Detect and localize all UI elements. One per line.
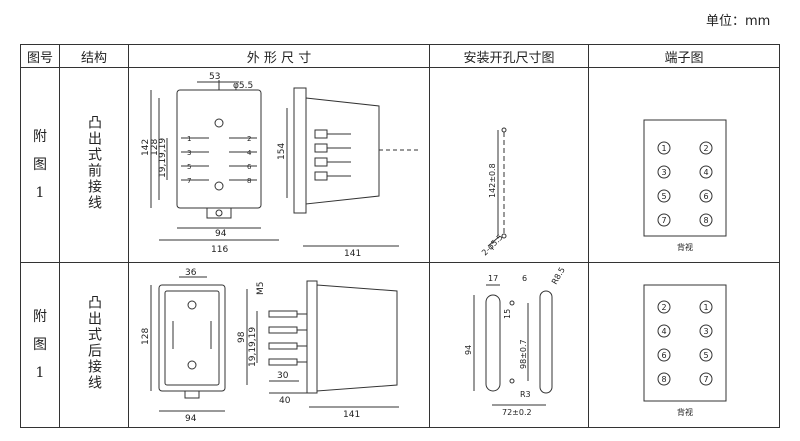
terminal-number: 6 [661, 351, 666, 360]
terminal-caption: 背视 [677, 242, 693, 252]
terminal-number: 4 [703, 168, 708, 177]
fig-text: 附 [33, 309, 47, 325]
dim-label: 17 [488, 274, 498, 283]
terminal-number: 5 [661, 192, 666, 201]
terminal-number: 3 [703, 327, 708, 336]
structure-cell: 凸出式前接线 [59, 67, 129, 263]
outline-drawing-rear: 36 94 128 M5 98 19,19,19 30 40 141 [141, 268, 399, 424]
dim-label: 6 [522, 274, 527, 283]
dim-label: R3 [520, 390, 531, 399]
outline-cell: 1 2 3 4 5 6 7 8 53 φ5.5 94 116 141 142 1… [128, 67, 430, 263]
header-terminal: 端子图 [588, 44, 780, 68]
dim-label: 141 [344, 249, 361, 258]
dim-label: R8.5 [550, 266, 567, 286]
pin-label: 1 [187, 135, 191, 143]
pin-label: 5 [187, 163, 191, 171]
dim-label: 19,19,19 [158, 138, 168, 178]
dim-label: 15 [503, 309, 512, 319]
dim-label: 98±0.7 [519, 339, 528, 369]
outline-drawing-front: 1 2 3 4 5 6 7 8 53 φ5.5 94 116 141 142 1… [141, 72, 419, 259]
dim-label: 94 [215, 229, 227, 239]
dim-label: 94 [185, 414, 197, 423]
dim-label: 30 [277, 371, 289, 381]
dim-label: 142±0.8 [488, 163, 497, 198]
terminal-number: 2 [661, 303, 666, 312]
terminal-number: 1 [661, 144, 666, 153]
pin-label: 3 [187, 149, 191, 157]
mounting-drawing-front: 142±0.8 2-φ5.5 [480, 127, 507, 258]
terminal-number: 6 [703, 192, 708, 201]
dim-label: 128 [141, 328, 151, 345]
fig-number-cell: 附 图 1 [20, 67, 60, 263]
pin-label: 4 [247, 149, 252, 157]
terminal-number: 4 [661, 327, 666, 336]
spec-table: 图号 结构 外 形 尺 寸 安装开孔尺寸图 端子图 附 图 1 凸出式前接线 [20, 44, 780, 428]
table-row: 附 图 1 凸出式后接线 [20, 262, 780, 428]
fig-text: 附 [33, 129, 47, 145]
fig-text: 图 [33, 157, 47, 173]
dim-label: φ5.5 [233, 81, 253, 91]
pin-label: 2 [247, 135, 251, 143]
terminal-number: 2 [703, 144, 708, 153]
dim-label: M5 [256, 282, 266, 296]
fig-text: 1 [35, 365, 45, 381]
terminal-number: 5 [703, 351, 708, 360]
terminal-cell: 2 1 4 3 6 5 8 7 背视 [588, 262, 780, 428]
fig-number-cell: 附 图 1 [20, 262, 60, 428]
header-mounting: 安装开孔尺寸图 [429, 44, 589, 68]
terminal-caption: 背视 [677, 407, 693, 417]
dim-label: 40 [279, 396, 291, 406]
terminal-cell: 1 2 3 4 5 6 7 8 背视 [588, 67, 780, 263]
structure-cell: 凸出式后接线 [59, 262, 129, 428]
dim-label: 142 [141, 139, 151, 156]
dim-label: 116 [211, 245, 228, 255]
table-row: 附 图 1 凸出式前接线 [20, 67, 780, 263]
fig-text: 1 [35, 185, 45, 201]
outline-cell: 36 94 128 M5 98 19,19,19 30 40 141 [128, 262, 430, 428]
dim-label: 141 [343, 410, 360, 420]
dim-label: 2-φ5.5 [480, 233, 505, 258]
terminal-number: 7 [703, 375, 708, 384]
dim-label: 36 [185, 268, 197, 278]
dim-label: 94 [464, 345, 473, 355]
unit-label: 单位：mm [706, 14, 771, 29]
dim-label: 72±0.2 [502, 408, 532, 417]
fig-text: 图 [33, 337, 47, 353]
header-fig-no: 图号 [20, 44, 60, 68]
mounting-cell: 17 6 15 R8.5 94 98±0.7 R3 72±0.2 [429, 262, 589, 428]
terminal-number: 7 [661, 216, 666, 225]
pin-label: 6 [247, 163, 252, 171]
pin-label: 7 [187, 177, 191, 185]
header-structure: 结构 [59, 44, 129, 68]
terminal-number: 8 [661, 375, 666, 384]
mounting-cell: 142±0.8 2-φ5.5 [429, 67, 589, 263]
header-row: 图号 结构 外 形 尺 寸 安装开孔尺寸图 端子图 [20, 44, 780, 68]
dim-label: 154 [277, 143, 287, 160]
header-outline: 外 形 尺 寸 [128, 44, 430, 68]
terminal-number: 8 [703, 216, 708, 225]
structure-label: 凸出式后接线 [86, 295, 102, 391]
dim-label: 98 [237, 331, 247, 343]
pin-label: 8 [247, 177, 251, 185]
terminal-diagram-rear: 2 1 4 3 6 5 8 7 背视 [643, 284, 727, 417]
structure-label: 凸出式前接线 [86, 115, 102, 211]
dim-label: 128 [150, 139, 160, 156]
terminal-diagram-front: 1 2 3 4 5 6 7 8 背视 [643, 119, 727, 252]
terminal-number: 1 [703, 303, 708, 312]
dim-label: 53 [209, 72, 220, 82]
mounting-drawing-rear: 17 6 15 R8.5 94 98±0.7 R3 72±0.2 [464, 266, 567, 417]
terminal-number: 3 [661, 168, 666, 177]
dim-label: 19,19,19 [248, 327, 258, 367]
